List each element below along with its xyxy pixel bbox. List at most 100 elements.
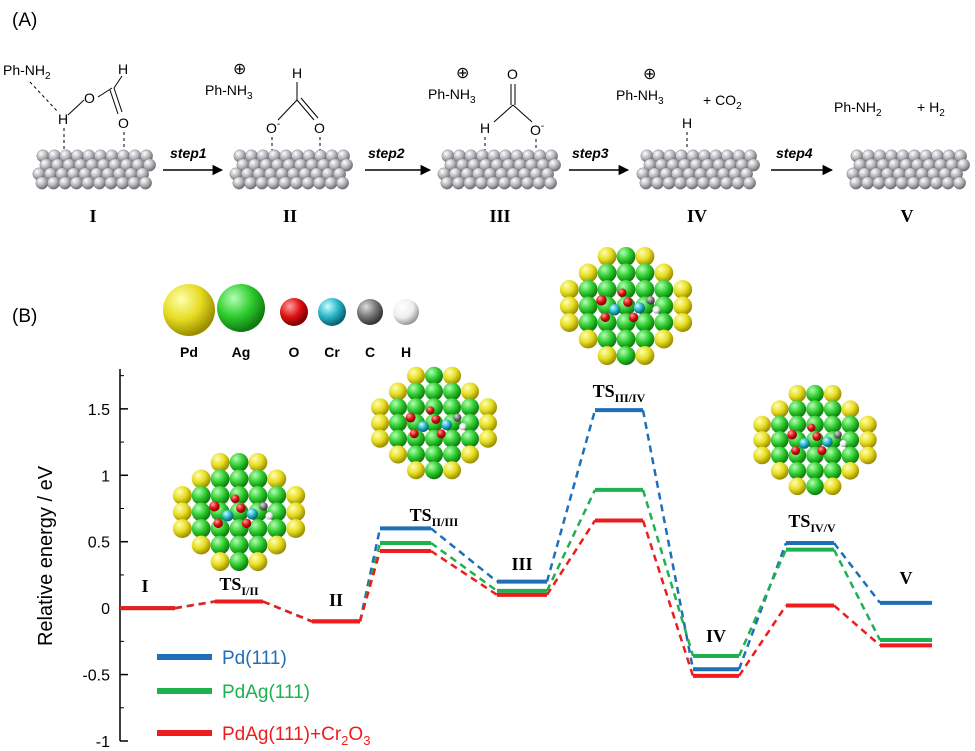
pd-atom xyxy=(371,429,389,448)
pd-atom xyxy=(654,329,674,349)
mol-I-hbond xyxy=(29,81,59,113)
pd-atom xyxy=(788,384,807,403)
state-label-III: III xyxy=(489,206,510,226)
pd-atom xyxy=(635,246,655,266)
mol-IV-amine: Ph-NH3 xyxy=(616,87,664,107)
ag-atom xyxy=(407,382,425,401)
metal-surface-I xyxy=(32,149,156,190)
pd-atom xyxy=(578,329,598,349)
step4-label: step4 xyxy=(776,145,813,161)
chromium-atom xyxy=(417,421,429,432)
panel-a-state-labels: I II III IV V xyxy=(89,206,913,226)
ag-atom xyxy=(210,486,230,505)
ag-atom xyxy=(616,329,636,349)
pd-atom xyxy=(753,431,771,449)
pd-atom xyxy=(578,263,598,283)
pd-atom xyxy=(443,461,461,480)
metal-atom xyxy=(861,176,874,190)
ag-atom xyxy=(267,486,287,505)
connector-line xyxy=(545,519,597,596)
pd-atom xyxy=(461,382,479,401)
oxygen-atom xyxy=(230,494,240,504)
metal-atom xyxy=(685,176,699,190)
ts-label: TSIII/IV xyxy=(593,381,646,405)
metal-atom xyxy=(895,176,909,190)
connector-line xyxy=(262,600,313,623)
legend-atom-label-c: C xyxy=(365,344,375,360)
mol-I-o-left: O xyxy=(84,90,95,106)
metal-atom xyxy=(674,176,687,190)
ag-atom xyxy=(806,415,824,434)
connector-line xyxy=(737,604,788,677)
ag-atom xyxy=(443,382,461,401)
metal-atom xyxy=(93,176,106,190)
state-label-V: V xyxy=(901,206,914,226)
legend-atom-cr xyxy=(318,298,346,326)
metal-atom xyxy=(244,176,257,190)
metal-atom xyxy=(544,176,557,190)
legend-atom-c xyxy=(357,299,383,325)
ag-atom xyxy=(425,382,443,401)
mol-I-bond xyxy=(113,75,123,89)
y-tick-label: -1 xyxy=(96,734,110,751)
ag-atom xyxy=(788,415,807,434)
structure-image-TS-IV-V xyxy=(753,384,877,496)
pd-atom xyxy=(654,263,674,283)
mol-II-h-top: H xyxy=(292,65,302,81)
metal-atom xyxy=(720,176,733,190)
chromium-atom xyxy=(246,508,258,520)
pd-atom xyxy=(673,313,693,332)
mol-IV-h: H xyxy=(682,115,692,131)
mol-V-amine: Ph-NH2 xyxy=(834,99,882,119)
ts-label: TSIV/V xyxy=(788,511,836,535)
pd-atom xyxy=(389,382,407,401)
ag-atom xyxy=(425,398,443,417)
mol-IV-charge: ⊕ xyxy=(643,66,656,83)
y-tick-label: 1.5 xyxy=(88,402,110,419)
metal-atom xyxy=(58,176,72,190)
ag-atom xyxy=(210,469,230,489)
metal-atom xyxy=(708,176,722,190)
connector-line xyxy=(641,520,695,677)
metal-atom xyxy=(47,176,60,190)
structure-image-TS-I-II xyxy=(172,452,306,572)
y-axis-label: Relative energy / eV xyxy=(35,465,57,646)
metal-surface-III xyxy=(437,149,561,190)
metal-atom xyxy=(267,176,280,190)
metal-atom xyxy=(143,158,156,172)
oxygen-atom xyxy=(426,406,435,415)
pd-atom xyxy=(753,446,771,465)
oxygen-atom xyxy=(623,297,633,307)
legend-atom-pd xyxy=(163,284,215,336)
mol-III-bond xyxy=(512,104,533,123)
metal-atom xyxy=(884,176,897,190)
pd-atom xyxy=(597,246,617,266)
connector-line xyxy=(358,550,382,622)
metal-surface-IV xyxy=(636,149,760,190)
metal-surface-II xyxy=(229,149,353,190)
oxygen-atom xyxy=(405,412,416,423)
legend-atom-h xyxy=(393,299,419,325)
ag-atom xyxy=(823,400,842,418)
ag-atom xyxy=(578,296,598,316)
metal-atom xyxy=(35,176,49,190)
pd-atom xyxy=(753,415,771,434)
carbon-atom xyxy=(453,413,462,422)
mol-II-amine: Ph-NH3 xyxy=(205,82,253,102)
pd-atom xyxy=(191,535,211,555)
ag-atom xyxy=(770,415,789,434)
state-label-i: I xyxy=(141,576,148,596)
ag-atom xyxy=(770,446,789,465)
pd-atom xyxy=(210,552,230,572)
hydrogen-atom xyxy=(839,440,847,448)
ag-atom xyxy=(823,415,842,434)
ag-atom xyxy=(806,384,824,403)
mol-III-o-right: O- xyxy=(530,121,544,138)
ag-atom xyxy=(635,313,655,332)
state-label-ii: II xyxy=(329,590,343,610)
y-tick-label: 0 xyxy=(101,601,110,618)
ag-atom xyxy=(229,535,249,555)
metal-atom xyxy=(498,176,511,190)
mol-I-bond xyxy=(113,87,123,113)
pd-atom xyxy=(371,398,389,417)
